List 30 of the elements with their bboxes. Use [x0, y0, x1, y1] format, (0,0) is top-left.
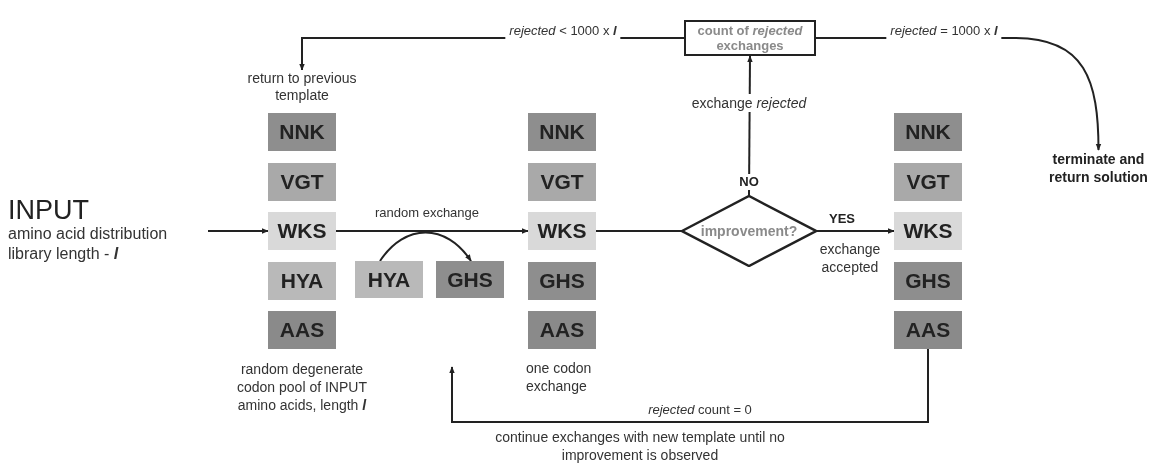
input-heading: INPUT	[8, 196, 90, 224]
counter-box: count of rejected exchanges	[684, 20, 816, 56]
arrow	[335, 228, 529, 234]
caption-text: exchange rejected	[689, 94, 809, 112]
end-text: terminate and return solution	[1036, 150, 1161, 190]
codon-box: VGT	[528, 162, 596, 201]
arrow	[449, 348, 929, 423]
codon-box: AAS	[894, 311, 962, 349]
arrow	[207, 228, 269, 234]
codon-box: NNK	[268, 113, 336, 151]
codon-box: NNK	[528, 113, 596, 151]
codon-box: AAS	[268, 311, 336, 349]
codon-box: WKS	[894, 212, 962, 250]
codon-box: NNK	[894, 113, 962, 151]
input-description: amino acid distribution library length - l	[8, 224, 169, 264]
arrow	[816, 228, 895, 234]
codon-box: GHS	[436, 261, 504, 298]
codon-box: WKS	[528, 212, 596, 250]
codon-box: WKS	[268, 212, 336, 250]
codon-box: VGT	[894, 162, 962, 201]
decision-text: improvement?	[700, 221, 798, 241]
edge-label: rejected = 1000 x l	[886, 23, 1002, 39]
codon-box: AAS	[528, 311, 596, 349]
arrow	[379, 231, 472, 262]
codon-box: VGT	[268, 162, 336, 201]
codon-box: HYA	[268, 261, 336, 300]
edge-label: rejected < 1000 x l	[505, 23, 621, 39]
codon-box: HYA	[355, 261, 423, 298]
codon-box: GHS	[528, 261, 596, 300]
codon-box: GHS	[894, 261, 962, 300]
